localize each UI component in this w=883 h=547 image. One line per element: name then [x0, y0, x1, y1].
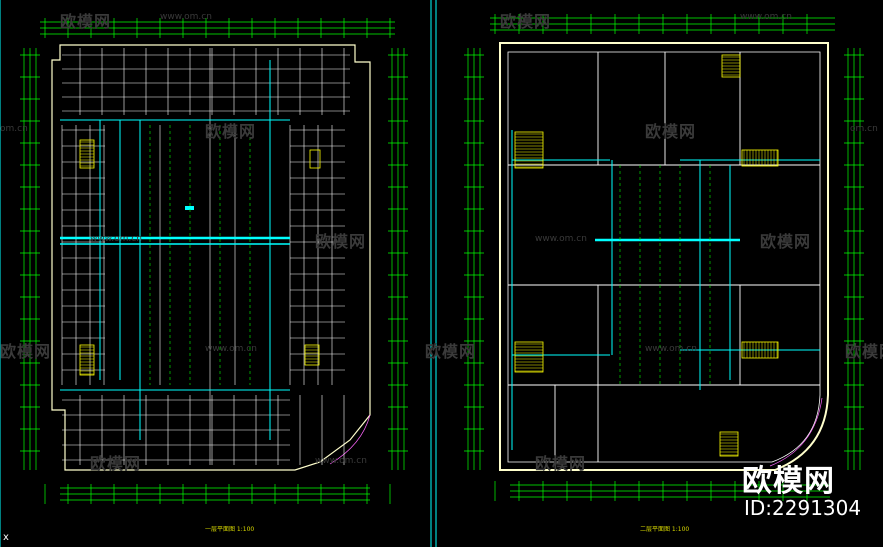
structural-grid-left — [61, 48, 350, 465]
dimension-top-left — [40, 21, 395, 35]
dimension-right-right — [847, 48, 861, 470]
room-walls-right — [508, 52, 820, 462]
dimension-bottom-left — [60, 487, 370, 501]
watermark-brand: 欧模网 — [0, 342, 52, 361]
watermark-url: www.om.cn — [645, 344, 697, 354]
plan-caption-left: 一层平面图 1:100 — [205, 526, 255, 533]
ucs-cursor-icon: x — [3, 532, 9, 543]
watermark-url: www.om.cn — [315, 456, 367, 466]
watermark-brand: 欧模网 — [760, 232, 812, 251]
watermark-brand: 欧模网 — [315, 232, 367, 251]
plan-caption-right: 二层平面图 1:100 — [640, 526, 690, 533]
dimension-top-right — [490, 17, 835, 31]
curve-wall-left — [329, 414, 371, 465]
dimension-ticks-right — [464, 14, 864, 501]
pipe-network-right — [511, 130, 820, 450]
watermark-brand: 欧模网 — [90, 454, 142, 473]
outer-wall-left — [51, 44, 371, 471]
model-id: ID:2291304 — [744, 496, 862, 520]
outer-wall-right — [499, 42, 829, 471]
watermark-brand: 欧模网 — [425, 342, 477, 361]
outer-wall-right-inner — [507, 51, 821, 463]
dimension-left-right — [467, 48, 481, 470]
dimension-right-left — [391, 48, 405, 470]
pipe-network-left — [60, 60, 290, 440]
watermark-brand: 欧模网 — [60, 12, 112, 31]
watermark-brand: 欧模网 — [845, 342, 883, 361]
watermark-url: www.om.cn — [205, 344, 257, 354]
watermark-url: www.om.cn — [160, 12, 212, 22]
dimension-bottom-right — [510, 484, 830, 498]
watermark-url: www.om.cn — [535, 234, 587, 244]
stairs-left — [79, 139, 321, 376]
watermark-url: www.om.cn — [90, 234, 142, 244]
dashed-lines-left — [149, 125, 251, 385]
watermark-url: om.cn — [0, 124, 28, 134]
watermark-brand: 欧模网 — [535, 454, 587, 473]
dashed-lines-right — [619, 165, 711, 385]
curve-wall-right — [769, 397, 823, 467]
watermark-brand: 欧模网 — [205, 122, 257, 141]
stairs-right — [514, 54, 779, 457]
plan-left — [20, 18, 408, 504]
watermark-url: om.cn — [850, 124, 878, 134]
watermark-brand: 欧模网 — [645, 122, 697, 141]
watermark-brand: 欧模网 — [500, 12, 552, 31]
dimension-ticks-left — [20, 18, 408, 504]
plan-right — [464, 14, 864, 501]
brand-logo: 欧模网 — [742, 464, 835, 499]
watermark-url: www.om.cn — [740, 12, 792, 22]
dimension-left-left — [23, 48, 37, 470]
